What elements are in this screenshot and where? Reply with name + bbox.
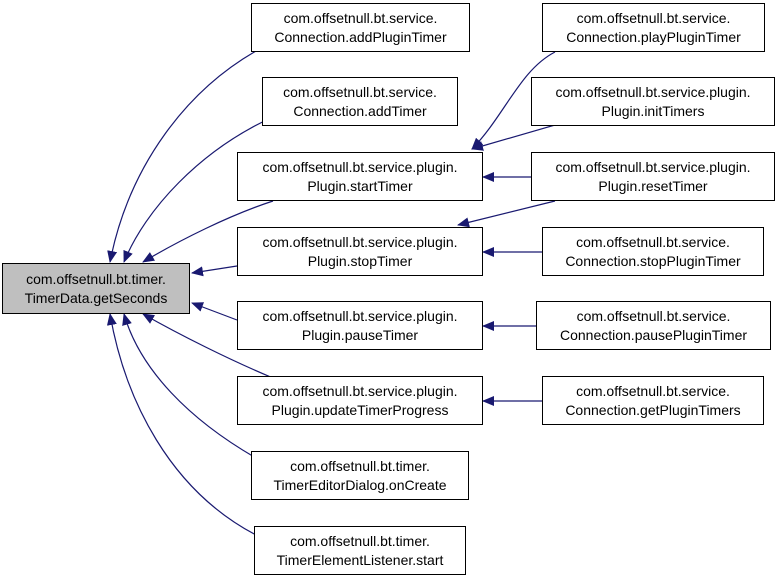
node-label-line1: com.offsetnull.bt.service.plugin. [262, 158, 458, 175]
node-label-line2: Connection.getPluginTimers [565, 401, 741, 418]
node-label-line1: com.offsetnull.bt.service. [283, 83, 437, 100]
node-label-line2: Plugin.startTimer [307, 177, 413, 194]
node-label-line1: com.offsetnull.bt.service.plugin. [262, 382, 458, 399]
node-label-line1: com.offsetnull.bt.service.plugin. [262, 307, 458, 324]
edge-reset-timer-to-stop-timer [457, 200, 556, 228]
node-label-line2: Connection.stopPluginTimer [565, 252, 741, 269]
node-label-line2: TimerElementListener.start [276, 551, 444, 568]
edge-update-timer-progress-to-get-seconds [142, 313, 274, 379]
node-label-line1: com.offsetnull.bt.service.plugin. [262, 233, 458, 250]
edge-play-plugin-timer-to-start-timer [471, 51, 556, 150]
node-label-line1: com.offsetnull.bt.service. [576, 233, 730, 250]
node-label-line2: Connection.addPluginTimer [274, 28, 447, 45]
node-timer-data-get-seconds[interactable]: com.offsetnull.bt.timer. TimerData.getSe… [2, 263, 190, 314]
node-label-line2: Plugin.initTimers [601, 102, 705, 119]
node-label-line1: com.offsetnull.bt.service.plugin. [555, 83, 751, 100]
node-plugin-update-timer-progress[interactable]: com.offsetnull.bt.service.plugin. Plugin… [237, 376, 483, 425]
node-plugin-reset-timer[interactable]: com.offsetnull.bt.service.plugin. Plugin… [531, 152, 775, 201]
node-label-line2: Connection.addTimer [293, 102, 427, 119]
node-plugin-start-timer[interactable]: com.offsetnull.bt.service.plugin. Plugin… [237, 152, 483, 201]
node-connection-get-plugin-timers[interactable]: com.offsetnull.bt.service. Connection.ge… [542, 376, 764, 425]
node-connection-add-timer[interactable]: com.offsetnull.bt.service. Connection.ad… [262, 77, 458, 126]
node-connection-pause-plugin-timer[interactable]: com.offsetnull.bt.service. Connection.pa… [536, 301, 771, 350]
node-connection-stop-plugin-timer[interactable]: com.offsetnull.bt.service. Connection.st… [542, 227, 764, 276]
node-label-line1: com.offsetnull.bt.timer. [290, 457, 430, 474]
node-label-line1: com.offsetnull.bt.service. [576, 382, 730, 399]
node-label-line2: TimerData.getSeconds [24, 289, 168, 306]
node-plugin-pause-timer[interactable]: com.offsetnull.bt.service.plugin. Plugin… [237, 301, 483, 350]
edge-timer-element-listener-to-get-seconds [106, 313, 257, 536]
node-label-line2: TimerEditorDialog.onCreate [273, 476, 447, 493]
edge-start-timer-to-get-seconds [142, 200, 274, 263]
edge-init-timers-to-start-timer [471, 124, 556, 151]
node-label-line2: Plugin.stopTimer [307, 252, 413, 269]
node-label-line1: com.offsetnull.bt.service. [283, 9, 438, 26]
node-label-line2: Plugin.resetTimer [598, 177, 708, 194]
edge-stop-timer-to-get-seconds [191, 265, 238, 277]
node-label-line2: Plugin.updateTimerProgress [271, 401, 449, 418]
node-label-line2: Connection.playPluginTimer [566, 28, 741, 45]
edge-timer-editor-dialog-to-get-seconds [122, 313, 257, 459]
edge-pause-timer-to-get-seconds [191, 302, 238, 321]
node-plugin-stop-timer[interactable]: com.offsetnull.bt.service.plugin. Plugin… [237, 227, 483, 276]
node-label-line1: com.offsetnull.bt.timer. [26, 270, 166, 287]
node-label-line2: Plugin.pauseTimer [301, 326, 419, 343]
node-timer-editor-dialog-on-create[interactable]: com.offsetnull.bt.timer. TimerEditorDial… [251, 451, 469, 500]
node-plugin-init-timers[interactable]: com.offsetnull.bt.service.plugin. Plugin… [531, 77, 775, 126]
edge-add-plugin-timer-to-get-seconds [107, 41, 274, 263]
edge-add-timer-to-get-seconds [123, 116, 274, 263]
node-label-line1: com.offsetnull.bt.timer. [290, 532, 430, 549]
node-timer-element-listener-start[interactable]: com.offsetnull.bt.timer. TimerElementLis… [254, 526, 466, 575]
node-connection-add-plugin-timer[interactable]: com.offsetnull.bt.service. Connection.ad… [251, 3, 470, 52]
node-label-line1: com.offsetnull.bt.service. [576, 307, 731, 324]
node-label-line1: com.offsetnull.bt.service. [576, 9, 731, 26]
node-label-line1: com.offsetnull.bt.service.plugin. [555, 158, 751, 175]
node-label-line2: Connection.pausePluginTimer [559, 326, 748, 343]
node-connection-play-plugin-timer[interactable]: com.offsetnull.bt.service. Connection.pl… [542, 3, 765, 52]
